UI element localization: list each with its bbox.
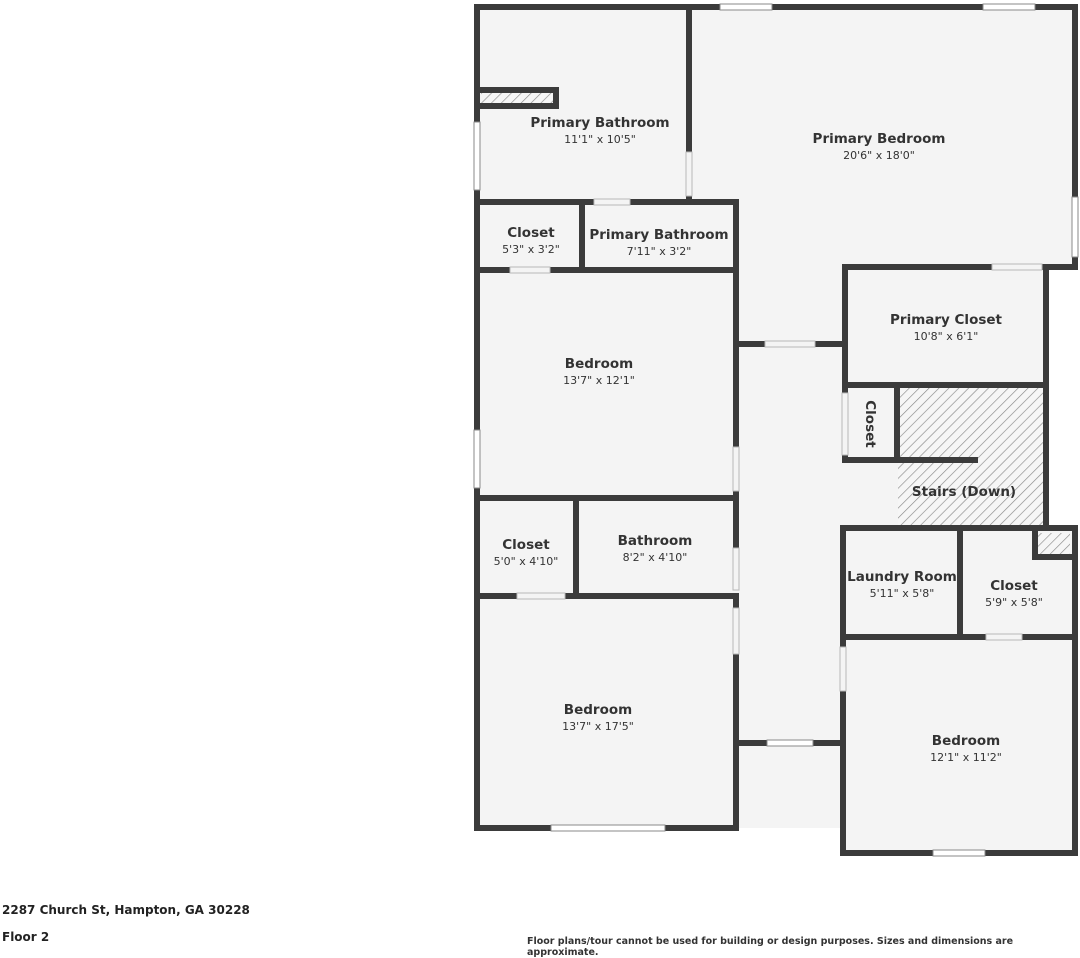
vanity-hatch	[481, 93, 553, 103]
room-closet-2-name: Closet	[862, 400, 878, 448]
room-bedroom-2-dims: 13'7" x 17'5"	[562, 720, 634, 733]
room-primary-bathroom-name: Primary Bathroom	[530, 115, 669, 131]
room-primary-closet-dims: 10'8" x 6'1"	[914, 330, 979, 343]
room-primary-bedroom-name: Primary Bedroom	[813, 131, 946, 147]
door-gaps	[509, 151, 1043, 692]
room-closet-1-dims: 5'3" x 3'2"	[502, 243, 560, 256]
laundry-corner-hatch	[1038, 533, 1070, 557]
room-bedroom-1-name: Bedroom	[565, 356, 633, 372]
room-bedroom-1-dims: 13'7" x 12'1"	[563, 374, 635, 387]
room-primary-bathroom-2-name: Primary Bathroom	[589, 227, 728, 243]
upper-right-notch	[1046, 270, 1080, 525]
room-closet-3-dims: 5'0" x 4'10"	[494, 555, 559, 568]
room-closet-1-name: Closet	[507, 225, 555, 241]
room-closet-4-dims: 5'9" x 5'8"	[985, 596, 1043, 609]
walls	[474, 4, 1078, 856]
room-laundry-dims: 5'11" x 5'8"	[870, 587, 935, 600]
room-bedroom-3-name: Bedroom	[932, 733, 1000, 749]
room-bathroom-name: Bathroom	[618, 533, 693, 549]
floor-label: Floor 2	[2, 930, 50, 944]
windows	[473, 3, 1079, 857]
room-laundry-name: Laundry Room	[847, 569, 957, 585]
room-primary-bathroom-2-dims: 7'11" x 3'2"	[627, 245, 692, 258]
property-address: 2287 Church St, Hampton, GA 30228	[2, 903, 250, 917]
room-bathroom-dims: 8'2" x 4'10"	[623, 551, 688, 564]
room-closet-3-name: Closet	[502, 537, 550, 553]
room-primary-bathroom-dims: 11'1" x 10'5"	[564, 133, 636, 146]
stairs-hatch	[898, 388, 1045, 525]
room-primary-closet-name: Primary Closet	[890, 312, 1003, 328]
disclaimer-text: Floor plans/tour cannot be used for buil…	[527, 936, 1014, 958]
room-labels: Primary Bathroom 11'1" x 10'5" Primary B…	[494, 115, 1043, 764]
room-closet-4-name: Closet	[990, 578, 1038, 594]
room-bedroom-2-name: Bedroom	[564, 702, 632, 718]
room-stairs-name: Stairs (Down)	[912, 484, 1016, 500]
room-primary-bedroom-dims: 20'6" x 18'0"	[843, 149, 915, 162]
room-bedroom-3-dims: 12'1" x 11'2"	[930, 751, 1002, 764]
